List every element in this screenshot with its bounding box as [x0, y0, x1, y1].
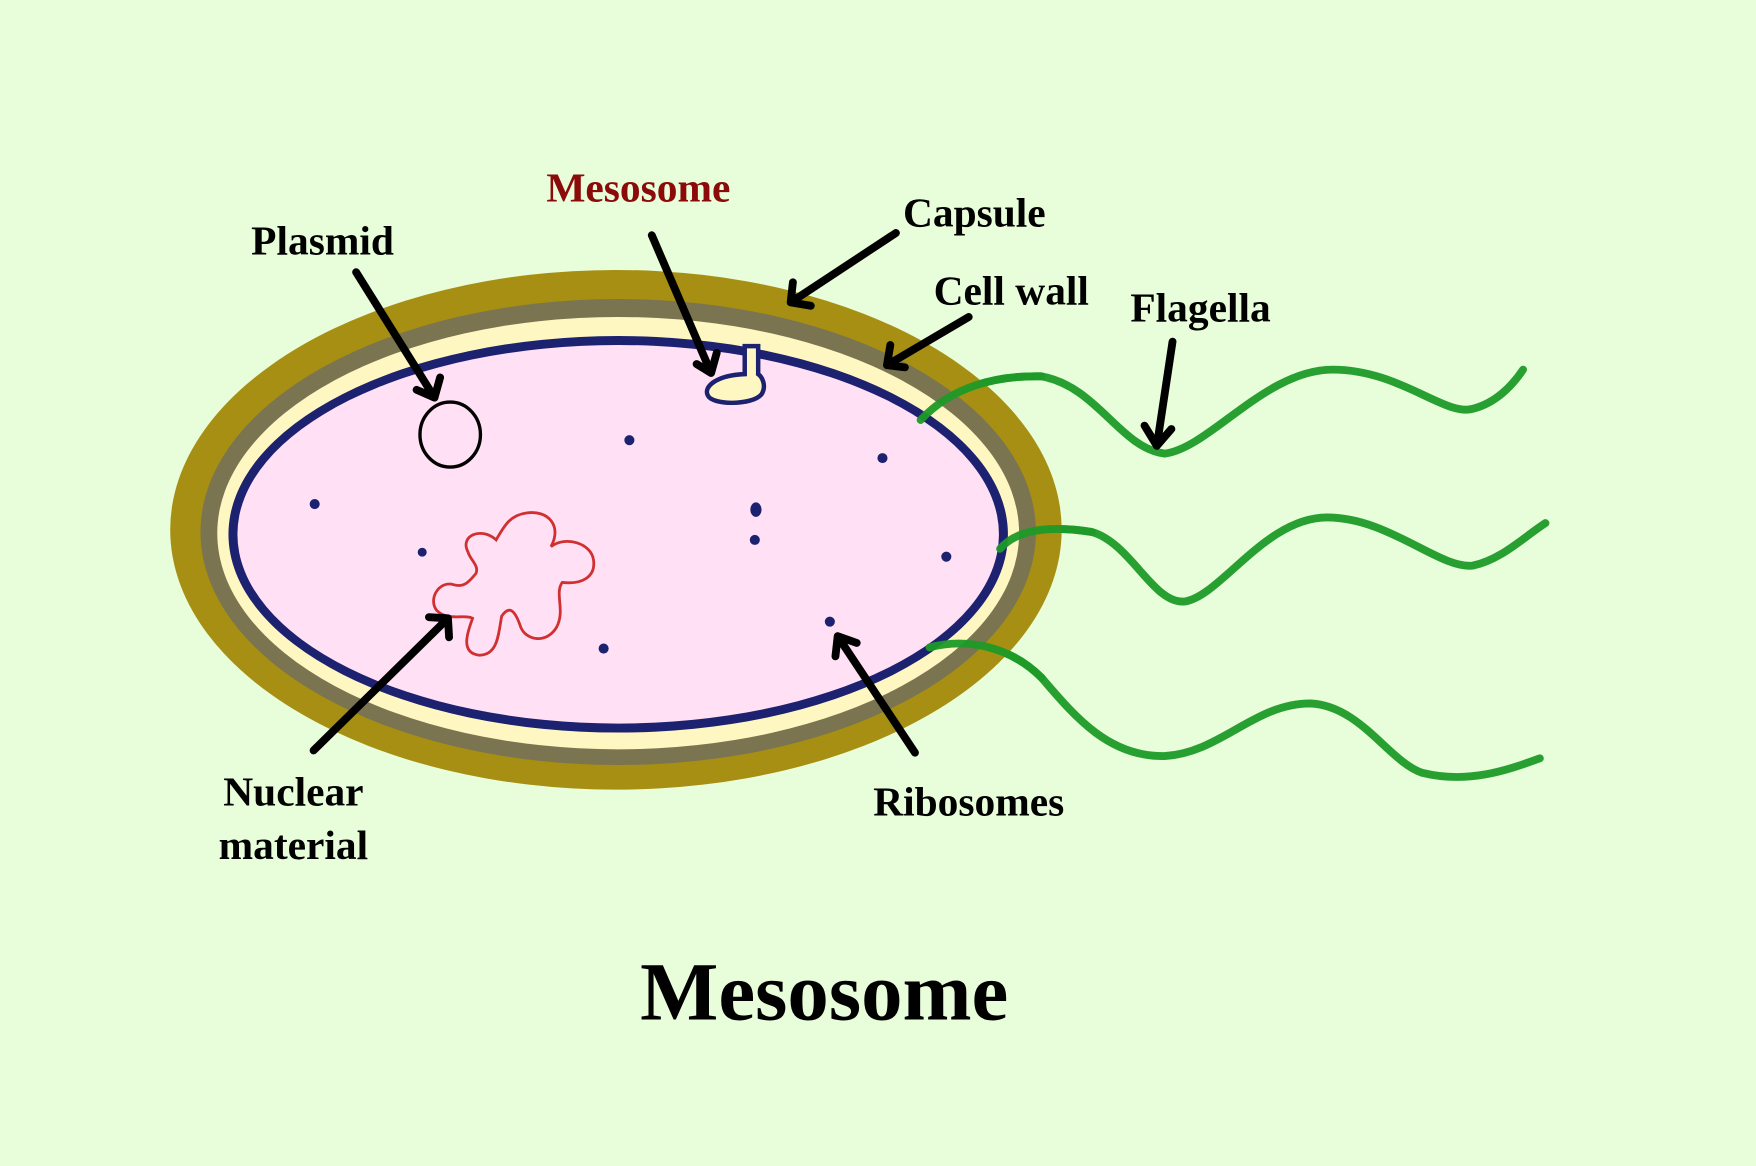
plasmid-circle: [418, 400, 483, 469]
ribosome: [309, 498, 320, 510]
ribosome: [624, 435, 635, 446]
mesosome-label: Mesosome: [546, 165, 730, 211]
flagella-label: Flagella: [1130, 284, 1271, 330]
nuclear-material-label-line1: Nuclear: [223, 768, 363, 814]
ribosome: [417, 547, 427, 557]
ribosomes-label: Ribosomes: [873, 778, 1064, 824]
flagellum-1-base: [916, 372, 1046, 424]
nuclear-material-arrow: [309, 613, 453, 755]
nuclear-material-label-line2: material: [219, 822, 369, 868]
cell-wall-arrow: [883, 313, 973, 372]
ribosome: [598, 643, 609, 654]
cell-body: [170, 269, 1096, 790]
diagram-title: Mesosome: [640, 945, 1008, 1037]
mesosome-arrow: [647, 231, 721, 377]
flagella-arrow: [1140, 337, 1177, 450]
plasmid-arrow: [352, 268, 445, 402]
capsule-arrow: [786, 229, 900, 310]
pointer-arrows: [309, 229, 1177, 757]
nuclear-material: [432, 511, 596, 657]
ribosome: [824, 616, 835, 627]
ribosomes: [309, 435, 952, 654]
flagellum-3-base: [925, 639, 1046, 682]
ribosome: [877, 453, 888, 464]
ribosomes-arrow: [831, 632, 919, 757]
cell-wall-label: Cell wall: [934, 268, 1089, 314]
plasmid-label: Plasmid: [251, 217, 394, 263]
ribosome: [941, 551, 952, 562]
ribosome: [749, 534, 760, 545]
mesosome-structure: [704, 343, 767, 405]
capsule-label: Capsule: [903, 189, 1046, 235]
ribosome: [750, 502, 762, 517]
flagellum-2-base: [996, 525, 1096, 553]
cytoplasm: [237, 344, 999, 724]
